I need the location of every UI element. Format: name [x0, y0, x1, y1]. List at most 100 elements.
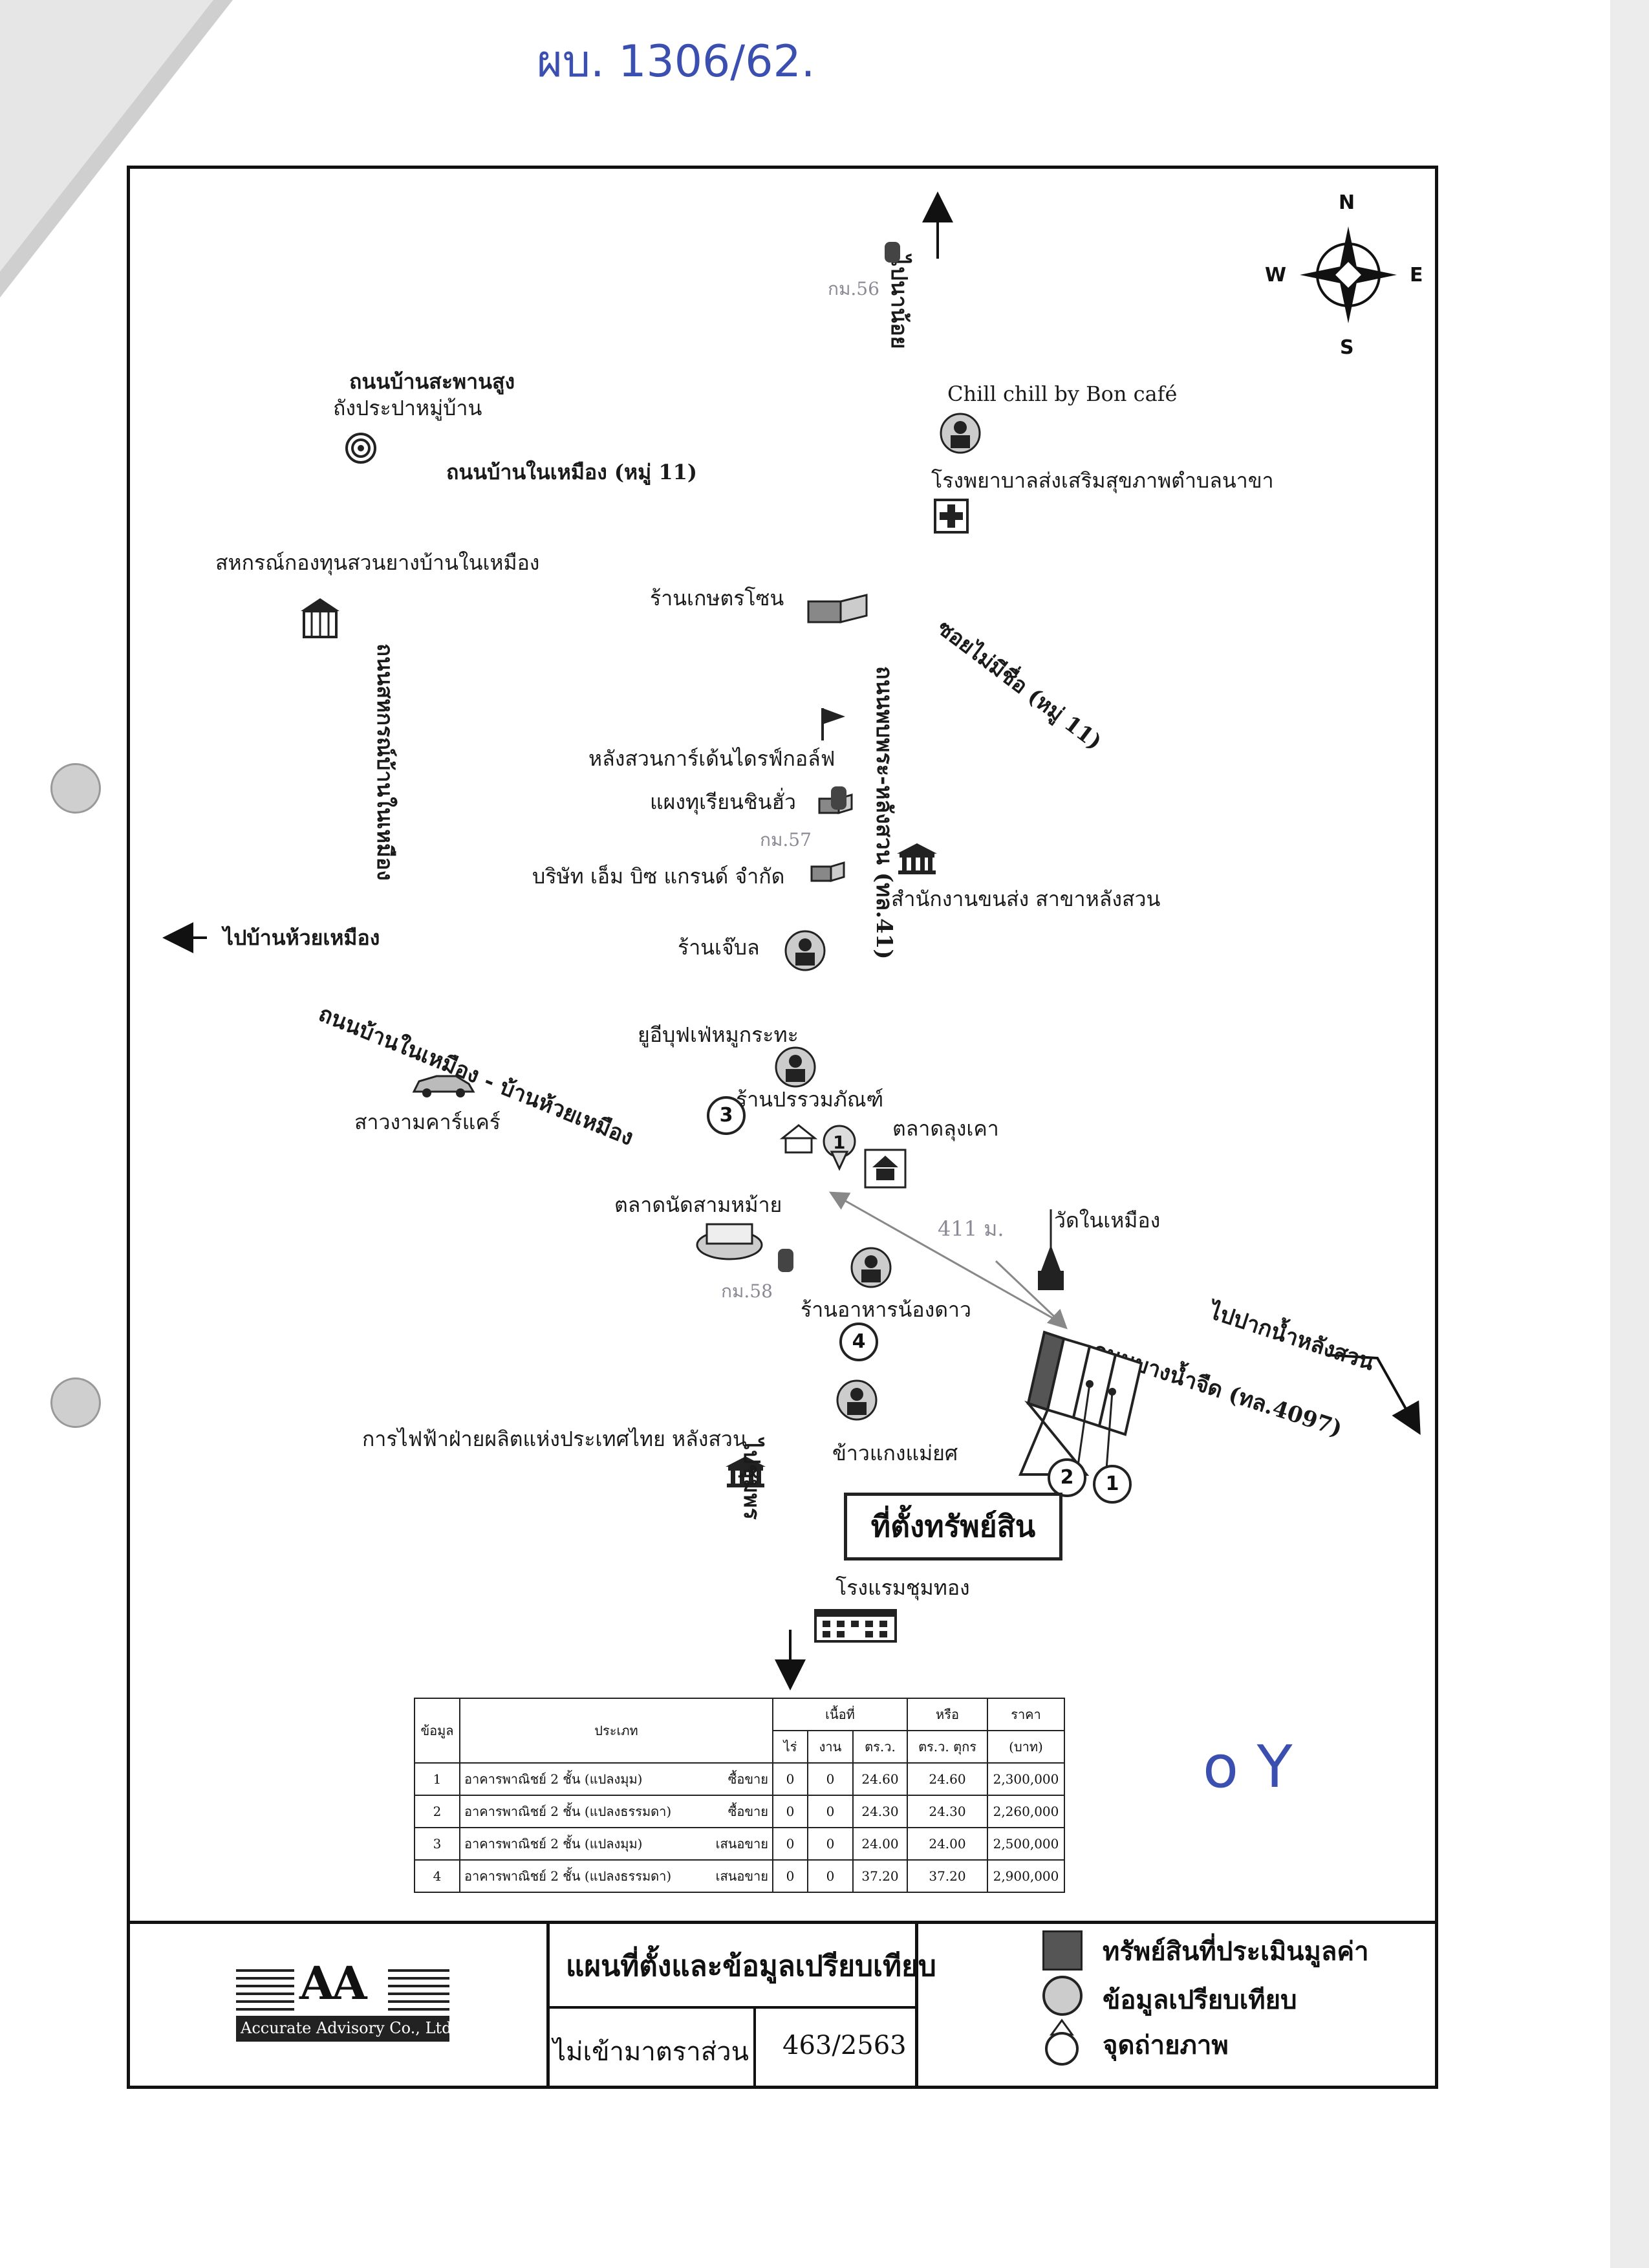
label-hospital: โรงพยาบาลส่งเสริมสุขภาพตำบลนาขา: [931, 468, 1274, 493]
legend-photo-label: จุดถ่ายภาพ: [1103, 2030, 1229, 2060]
cell-sqm: 24.00: [907, 1827, 988, 1861]
divider: [546, 2006, 915, 2009]
legend-comparable-swatch: [1042, 1976, 1083, 2016]
open-market-icon: [696, 1223, 763, 1260]
km-post-icon: [831, 786, 846, 810]
logo-company-name: Accurate Advisory Co., Ltd.: [241, 2019, 457, 2037]
comparison-table: ข้อมูล ประเภท เนื้อที่ หรือ ราคา ไร่ งาน…: [414, 1698, 1065, 1893]
label-carcare: สาวงามคาร์แคร์: [354, 1110, 501, 1134]
legend-appraised-label: ทรัพย์สินที่ประเมินมูลค่า: [1103, 1936, 1369, 1967]
folded-corner: [0, 0, 233, 297]
cell-rai: 0: [772, 1762, 808, 1796]
logo-letters: AA: [299, 1956, 367, 2010]
handwritten-ref: ผบ. 1306/62.: [537, 36, 815, 87]
label-water-tower: ถังประปาหมู่บ้าน: [333, 396, 482, 420]
cell-sqm: 24.30: [907, 1795, 988, 1828]
th-sqm: ตร.ว. ตุกร: [907, 1730, 988, 1764]
cell-ngan: 0: [807, 1762, 854, 1796]
label-kaset-shop: ร้านเกษตรโซน: [650, 586, 784, 610]
label-buffet: ยูอีบุฟเฟ่หมูกระทะ: [638, 1022, 799, 1047]
cell-price: 2,900,000: [987, 1859, 1065, 1893]
company-icon: [810, 861, 845, 883]
label-durian: แผงทุเรียนชินฮั่ว: [650, 790, 796, 814]
label-to-chumphon: ไปชุมพร: [738, 1439, 764, 1520]
hospital-icon: [934, 499, 969, 534]
table-row: 4 อาคารพาณิชย์ 2 ชั้น (แปลงธรรมดา)เสนอขา…: [414, 1859, 1065, 1893]
cell-type: อาคารพาณิชย์ 2 ชั้น (แปลงมุม) ซื้อขาย: [459, 1762, 773, 1796]
divider: [546, 1921, 550, 2086]
cell-type-text: อาคารพาณิชย์ 2 ชั้น (แปลงมุม): [464, 1771, 643, 1787]
cell-status: ซื้อขาย: [727, 1804, 768, 1819]
road-lines: [162, 191, 1421, 1690]
label-market-sam: ตลาดนัดสามหม้าย: [614, 1193, 782, 1217]
legend-photo-icon: [1045, 2018, 1079, 2066]
cell-wa: 37.20: [852, 1859, 908, 1893]
divider: [915, 1921, 918, 2086]
property-parcels: [1018, 1330, 1143, 1478]
label-market-lung: ตลาดลุงเคา: [892, 1116, 999, 1141]
cell-type-text: อาคารพาณิชย์ 2 ชั้น (แปลงมุม): [464, 1836, 643, 1852]
cell-no: 3: [414, 1827, 460, 1861]
label-road-saphan-sung: ถนนบ้านสะพานสูง: [349, 369, 515, 394]
shop-icon: [807, 594, 868, 623]
compass-w: W: [1265, 264, 1287, 286]
restaurant-icon: [836, 1379, 878, 1421]
golf-flag-icon: [821, 708, 845, 740]
map-title: แผนที่ตั้งและข้อมูลเปรียบเทียบ: [566, 1950, 936, 1983]
label-km56: กม.56: [828, 278, 879, 299]
label-store: ร้านปรรวมภัณฑ์: [736, 1087, 884, 1112]
cell-type: อาคารพาณิชย์ 2 ชั้น (แปลงธรรมดา)เสนอขาย: [459, 1859, 773, 1893]
label-chill-cafe: Chill chill by Bon café: [947, 382, 1178, 406]
km-post-icon: [778, 1249, 793, 1272]
page-edge: [1610, 0, 1649, 2268]
table-row: 3 อาคารพาณิชย์ 2 ชั้น (แปลงมุม)เสนอขาย 0…: [414, 1827, 1065, 1861]
cell-no: 1: [414, 1762, 460, 1796]
cell-price: 2,260,000: [987, 1795, 1065, 1828]
temple-icon: [1038, 1209, 1064, 1290]
cell-sqm: 37.20: [907, 1859, 988, 1893]
label-transport-office: สำนักงานขนส่ง สาขาหลังสวน: [891, 887, 1161, 911]
restaurant-icon: [940, 413, 981, 454]
label-to-huai-mueang: ไปบ้านห้วยเหมือง: [223, 925, 380, 950]
punch-hole: [50, 1377, 101, 1428]
water-tower-icon: [345, 433, 376, 464]
th-type: ประเภท: [459, 1698, 773, 1764]
table-row: 2 อาคารพาณิชย์ 2 ชั้น (แปลงธรรมดา)ซื้อขา…: [414, 1795, 1065, 1828]
cell-price: 2,300,000: [987, 1762, 1065, 1796]
cell-rai: 0: [772, 1827, 808, 1861]
th-area: เนื้อที่: [772, 1698, 908, 1731]
cell-ngan: 0: [807, 1827, 854, 1861]
cell-type: อาคารพาณิชย์ 2 ชั้น (แปลงธรรมดา)ซื้อขาย: [459, 1795, 773, 1828]
cell-no: 4: [414, 1859, 460, 1893]
title-block: [130, 1921, 1435, 2089]
cell-ngan: 0: [807, 1859, 854, 1893]
label-km58: กม.58: [721, 1280, 773, 1302]
compass-rose: [1300, 226, 1397, 323]
cell-wa: 24.60: [852, 1762, 908, 1796]
cell-type: อาคารพาณิชย์ 2 ชั้น (แปลงมุม)เสนอขาย: [459, 1827, 773, 1861]
cell-ngan: 0: [807, 1795, 854, 1828]
label-distance: 411 ม.: [938, 1216, 1004, 1241]
cell-status: ซื้อขาย: [727, 1771, 768, 1787]
cell-type-text: อาคารพาณิชย์ 2 ชั้น (แปลงธรรมดา): [464, 1868, 672, 1884]
photo-point-marker: [823, 1125, 856, 1171]
subject-marker-1: 1: [1093, 1465, 1132, 1504]
th-wa: ตร.ว.: [852, 1730, 908, 1764]
government-building-icon: [897, 843, 937, 874]
cell-rai: 0: [772, 1795, 808, 1828]
table-row: 1 อาคารพาณิชย์ 2 ชั้น (แปลงมุม) ซื้อขาย 0…: [414, 1762, 1065, 1796]
cell-price: 2,500,000: [987, 1827, 1065, 1861]
label-road-41: ถนนพบพระ-หลังสวน (ทล.41): [871, 666, 897, 960]
cell-wa: 24.00: [852, 1827, 908, 1861]
label-temple: วัดในเหมือง: [1054, 1208, 1161, 1233]
coop-building-icon: [301, 598, 339, 638]
label-to-na-noi: ไปนาน้อย: [886, 255, 912, 349]
legend-comparable-label: ข้อมูลเปรียบเทียบ: [1103, 1985, 1297, 2015]
scale-note: ไม่เข้ามาตราส่วน: [553, 2037, 749, 2067]
cell-sqm: 24.60: [907, 1762, 988, 1796]
th-price: ราคา: [987, 1698, 1065, 1731]
th-or: หรือ: [907, 1698, 988, 1731]
label-khao-kaeng: ข้าวแกงแม่ยศ: [832, 1441, 958, 1465]
label-coop: สหกรณ์กองทุนสวนยางบ้านในเหมือง: [215, 550, 540, 575]
market-icon: [864, 1149, 907, 1189]
